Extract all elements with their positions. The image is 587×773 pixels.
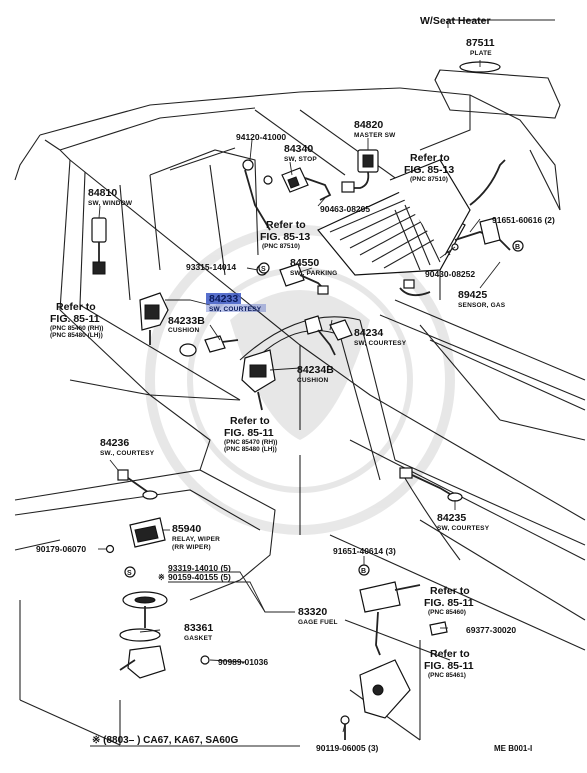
svg-text:(PNC 85480 (LH)): (PNC 85480 (LH))	[224, 446, 277, 453]
window-switch-84810-shape	[91, 217, 107, 275]
part-number-94120: 94120-41000	[236, 132, 286, 142]
svg-text:(PNC 85460): (PNC 85460)	[428, 609, 466, 616]
master-switch-84820-shape	[341, 149, 379, 193]
svg-text:S: S	[127, 570, 132, 577]
part-number-84550: 84550	[290, 257, 319, 269]
wiper-relay-85940-shape	[129, 517, 166, 548]
svg-text:(PNC 85460 (RH)): (PNC 85460 (RH))	[50, 325, 103, 332]
door-switch-center-shape	[241, 349, 276, 411]
part-desc-84233: SW, COURTESY	[209, 306, 262, 313]
svg-text:Refer to: Refer to	[430, 648, 470, 660]
part-number-84810: 84810	[88, 187, 117, 199]
svg-text:(PNC 85470 (RH)): (PNC 85470 (RH))	[224, 439, 277, 446]
gas-sensor-89425-shape: B	[399, 217, 524, 297]
svg-text:FIG. 85-11: FIG. 85-11	[424, 597, 474, 609]
part-number-84340: 84340	[284, 143, 313, 155]
part-number-84234: 84234	[354, 327, 383, 339]
svg-text:FIG. 85-13: FIG. 85-13	[404, 164, 454, 176]
door-lock-actuator-shape: B	[340, 564, 448, 740]
courtesy-switch-84235-shape	[399, 467, 463, 502]
highlighted-part-84233[interactable]: 84233 SW, COURTESY	[206, 293, 266, 313]
seat-heater-variant-label: W/Seat Heater	[420, 15, 491, 27]
part-number-84236: 84236	[100, 437, 129, 449]
refer-to-fig-85-11-bottom[interactable]: Refer to FIG. 85-11 (PNC 85461)	[424, 648, 474, 679]
leader-lines	[98, 19, 555, 733]
part-number-93319: 93319-14010 (5)	[168, 563, 231, 573]
part-desc-85940-sub: (RR WIPER)	[172, 544, 211, 551]
svg-text:(PNC 85480 (LH)): (PNC 85480 (LH))	[50, 332, 103, 339]
part-number-83361: 83361	[184, 622, 213, 634]
part-number-84820: 84820	[354, 119, 383, 131]
part-number-84233: 84233	[209, 293, 238, 305]
part-number-85940: 85940	[172, 523, 201, 535]
part-desc-84233b: CUSHION	[168, 327, 199, 334]
part-number-93315: 93315-14014	[186, 262, 236, 272]
s-marker-circle	[258, 262, 270, 274]
seat-heater-element	[317, 159, 511, 276]
nut-94120-shape	[242, 159, 273, 231]
svg-text:Refer to: Refer to	[430, 585, 470, 597]
part-number-84234b: 84234B	[297, 364, 334, 376]
svg-text:Refer to: Refer to	[56, 301, 96, 313]
svg-text:(PNC 85461): (PNC 85461)	[428, 672, 466, 679]
part-number-90119: 90119-06005 (3)	[316, 743, 379, 753]
courtesy-switch-84236-shape	[117, 469, 158, 500]
screw-90179-shape	[105, 544, 115, 554]
refer-to-fig-85-13-upper[interactable]: Refer to FIG. 85-13 (PNC 87510)	[404, 152, 454, 183]
part-number-91651-40614: 91651-40614 (3)	[333, 546, 396, 556]
part-desc-84235: SW, COURTESY	[437, 525, 490, 532]
courtesy-switch-84234-shape	[304, 315, 353, 356]
refer-to-fig-85-11-lock[interactable]: Refer to FIG. 85-11 (PNC 85460)	[424, 585, 474, 616]
svg-text:B: B	[515, 244, 520, 251]
refer-to-fig-85-13-lower[interactable]: Refer to FIG. 85-13 (PNC 87510)	[260, 219, 310, 250]
part-number-90179: 90179-06070	[36, 544, 86, 554]
part-desc-85940: RELAY, WIPER	[172, 536, 220, 543]
footer-applicability: ※ (8803– ) CA67, KA67, SA60G	[92, 735, 238, 746]
svg-text:FIG. 85-11: FIG. 85-11	[424, 660, 474, 672]
svg-text:Refer to: Refer to	[266, 219, 306, 231]
svg-text:(PNC 87510): (PNC 87510)	[410, 176, 448, 183]
part-number-90463: 90463-08205	[320, 204, 370, 214]
part-desc-84550: SW., PARKING	[290, 270, 337, 277]
part-desc-89425: SENSOR, GAS	[458, 302, 506, 309]
part-number-83320: 83320	[298, 606, 327, 618]
part-desc-84234b: CUSHION	[297, 377, 328, 384]
svg-text:Refer to: Refer to	[410, 152, 450, 164]
part-desc-84820: MASTER SW	[354, 132, 396, 139]
part-desc-84236: SW., COURTESY	[100, 450, 155, 457]
svg-text:FIG. 85-13: FIG. 85-13	[260, 231, 310, 243]
refer-to-fig-85-11-left[interactable]: Refer to FIG. 85-11 (PNC 85460 (RH)) (PN…	[50, 301, 103, 339]
svg-text:(PNC 87510): (PNC 87510)	[262, 243, 300, 250]
part-desc-84234: SW, COURTESY	[354, 340, 407, 347]
part-desc-83320: GAGE FUEL	[298, 619, 338, 626]
svg-text:FIG. 85-11: FIG. 85-11	[50, 313, 100, 325]
part-number-87511: 87511	[466, 37, 495, 49]
part-desc-84340: SW, STOP	[284, 156, 317, 163]
part-number-84233b: 84233B	[168, 315, 205, 327]
svg-text:FIG. 85-11: FIG. 85-11	[224, 427, 274, 439]
part-number-91651-60616: 91651-60616 (2)	[492, 215, 555, 225]
asterisk-marker-90159: ※	[158, 573, 165, 582]
part-number-84235: 84235	[437, 512, 466, 524]
svg-text:B: B	[361, 568, 366, 575]
part-number-90989: 90989-01036	[218, 657, 268, 667]
stop-switch-84340-shape	[281, 167, 332, 201]
fuel-gage-83320-shape: S	[119, 566, 210, 679]
part-number-90430: 90430-08252	[425, 269, 475, 279]
courtesy-switch-84233-shape	[139, 292, 239, 357]
part-desc-83361: GASKET	[184, 635, 212, 642]
svg-text:Refer to: Refer to	[230, 415, 270, 427]
footer-sheet-id: ME B001-I	[494, 744, 532, 753]
part-number-69377: 69377-30020	[466, 625, 516, 635]
part-number-89425: 89425	[458, 289, 487, 301]
refer-to-fig-85-11-center[interactable]: Refer to FIG. 85-11 (PNC 85470 (RH)) (PN…	[224, 415, 277, 453]
part-desc-87511: PLATE	[470, 50, 492, 57]
part-desc-84810: SW, WINDOW	[88, 200, 133, 207]
part-number-90159: 90159-40155 (5)	[168, 572, 231, 582]
s-marker-label: S	[261, 266, 266, 273]
